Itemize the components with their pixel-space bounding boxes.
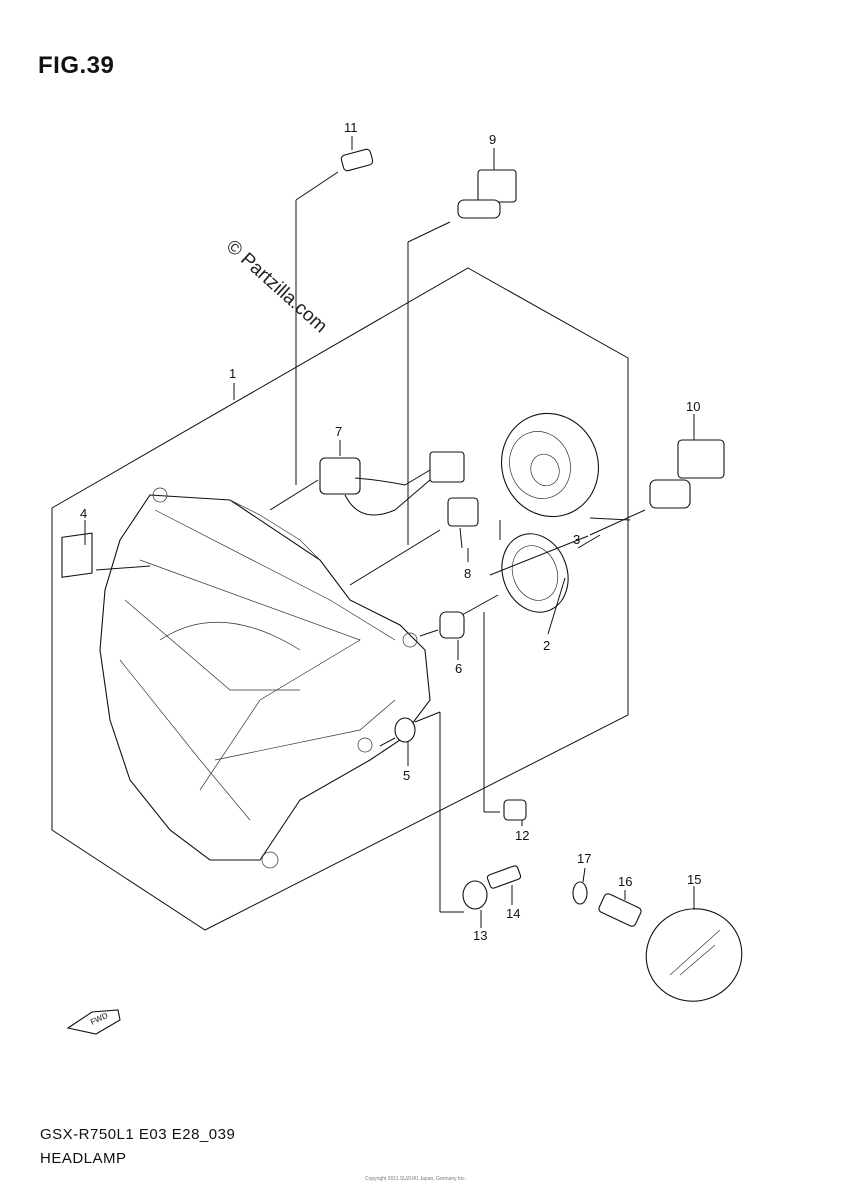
section-name: HEADLAMP [40, 1150, 127, 1167]
figure-title: FIG.39 [38, 52, 115, 79]
part-9-headlamp-bulb[interactable] [407, 169, 517, 545]
part-12-screw[interactable] [483, 612, 527, 821]
part-3-dust-cover[interactable] [487, 400, 613, 540]
callout-15: 15 [687, 872, 701, 887]
callout-10: 10 [686, 399, 700, 414]
callout-11: 11 [344, 120, 358, 135]
callout-14: 14 [506, 906, 520, 921]
callout-2: 2 [543, 638, 550, 653]
forward-direction-arrow-icon: FWD [66, 1009, 121, 1035]
callout-13: 13 [473, 928, 487, 943]
part-14-bolt[interactable] [486, 865, 522, 889]
part-7-socket-harness[interactable] [269, 451, 465, 516]
part-15-cap[interactable] [633, 895, 755, 1014]
part-5-grommet[interactable] [379, 711, 441, 912]
callout-8: 8 [464, 566, 471, 581]
model-code: GSX-R750L1 E03 E28_039 [40, 1126, 236, 1143]
part-8-bulb-socket[interactable] [349, 497, 479, 586]
callout-4: 4 [80, 506, 87, 521]
callout-12: 12 [515, 828, 529, 843]
part-10-headlamp-bulb[interactable] [489, 439, 725, 576]
part-17-washer[interactable] [572, 881, 588, 905]
callout-16: 16 [618, 874, 632, 889]
callout-5: 5 [403, 768, 410, 783]
part-6-grommet[interactable] [419, 611, 465, 639]
part-13-collar[interactable] [440, 880, 488, 913]
callout-7: 7 [335, 424, 342, 439]
callout-3: 3 [573, 532, 580, 547]
callout-17: 17 [577, 851, 591, 866]
part-11-position-bulb[interactable] [295, 148, 374, 485]
leader-lines [84, 136, 695, 928]
copyright-footer: Copyright 2011 SUZUKI Japan, Germany Inc… [365, 1176, 467, 1182]
part-2-seal-ring[interactable] [461, 524, 579, 621]
callout-6: 6 [455, 661, 462, 676]
callout-1: 1 [229, 366, 236, 381]
callout-9: 9 [489, 132, 496, 147]
part-16-stud[interactable] [598, 892, 643, 927]
headlamp-housing[interactable] [99, 487, 431, 869]
assembly-boundary [51, 267, 629, 931]
